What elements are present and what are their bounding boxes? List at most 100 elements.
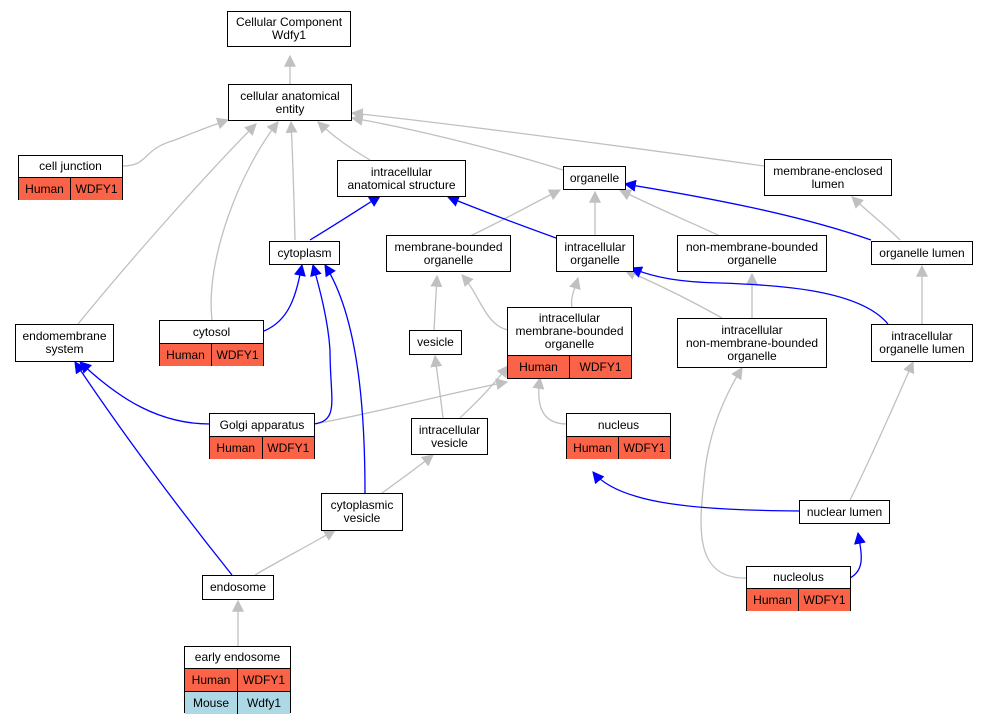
species-cell: Human <box>753 592 792 607</box>
edge-ol-organelle <box>623 179 872 241</box>
species-cell: Human <box>166 347 205 362</box>
node-intracellular-vesicle[interactable]: intracellular vesicle <box>411 418 488 455</box>
node-label: endosome <box>209 580 267 594</box>
edge-cytosol-cytoplasm <box>263 263 306 332</box>
gene-cell: WDFY1 <box>798 589 850 611</box>
edge-imbo-io <box>569 276 581 308</box>
node-label: Cellular Component Wdfy1 <box>235 15 343 42</box>
node-cytoplasm[interactable]: cytoplasm <box>269 241 340 265</box>
edge-nl-nucleus <box>592 471 801 512</box>
node-label: membrane-enclosed lumen <box>773 163 883 191</box>
edge-ias-cae <box>317 121 371 161</box>
node-golgi-apparatus[interactable]: Golgi apparatus Human WDFY1 <box>209 413 315 459</box>
node-label: cytoplasm <box>277 245 332 260</box>
node-early-endosome[interactable]: early endosome Human WDFY1 Mouse Wdfy1 <box>184 646 291 714</box>
node-label: intracellular non-membrane-bounded organ… <box>685 322 819 363</box>
node-label: cell junction <box>39 159 102 173</box>
edge-cv-cytoplasm <box>324 263 366 494</box>
node-label: endomembrane system <box>22 329 107 356</box>
edge-organelle-cae <box>350 113 564 171</box>
annotation-row-human: Human WDFY1 <box>160 343 263 366</box>
edge-ems-cae <box>77 123 257 325</box>
gene-cell: WDFY1 <box>261 437 315 459</box>
node-intracellular-membrane-bounded-organelle[interactable]: intracellular membrane-bounded organelle… <box>507 307 632 379</box>
node-nucleolus[interactable]: nucleolus Human WDFY1 <box>746 566 851 611</box>
node-intracellular-organelle-lumen[interactable]: intracellular organelle lumen <box>871 324 973 362</box>
annotation-row-human: Human WDFY1 <box>508 355 631 378</box>
node-cell-junction[interactable]: cell junction Human WDFY1 <box>18 155 123 200</box>
node-label: vesicle <box>417 335 454 349</box>
node-endomembrane-system[interactable]: endomembrane system <box>15 324 114 362</box>
edge-cv-iv <box>381 454 434 494</box>
node-vesicle[interactable]: vesicle <box>409 330 462 355</box>
edge-iol-io <box>629 266 889 325</box>
edge-golgi-ems <box>79 361 211 425</box>
node-nuclear-lumen[interactable]: nuclear lumen <box>799 500 890 524</box>
node-label: intracellular membrane-bounded organelle <box>515 311 624 351</box>
edge-inmbo-io <box>623 268 723 319</box>
annotation-row-human: Human WDFY1 <box>185 668 290 691</box>
annotation-row-human: Human WDFY1 <box>210 436 314 459</box>
node-intracellular-non-membrane-bounded-organelle[interactable]: intracellular non-membrane-bounded organ… <box>677 318 827 368</box>
node-nucleus[interactable]: nucleus Human WDFY1 <box>566 413 671 459</box>
species-cell: Human <box>573 440 612 455</box>
edge-nucleus-imbo <box>532 376 568 425</box>
edge-golgi-imbo <box>313 378 509 425</box>
edge-nucleolus-inmbo <box>700 366 749 579</box>
species-cell: Mouse <box>192 695 230 710</box>
node-organelle[interactable]: organelle <box>563 166 626 190</box>
edge-iv-vesicle <box>430 354 444 419</box>
node-label: nucleus <box>597 417 640 432</box>
species-cell: Human <box>519 359 558 374</box>
species-cell: Human <box>191 672 231 687</box>
node-cytoplasmic-vesicle[interactable]: cytoplasmic vesicle <box>321 493 403 531</box>
edge-mel-cae <box>350 108 765 167</box>
node-label: intracellular anatomical structure <box>347 164 456 192</box>
edge-io-ias <box>446 195 557 239</box>
gene-cell: WDFY1 <box>237 669 290 691</box>
edge-cytoplasm-ias <box>309 195 382 241</box>
node-organelle-lumen[interactable]: organelle lumen <box>871 241 973 265</box>
edge-endosome-cv <box>254 529 337 576</box>
edge-nl-iol <box>849 360 915 501</box>
species-cell: Human <box>216 440 256 455</box>
edge-golgi-cytoplasm <box>310 263 333 425</box>
gene-cell: Wdfy1 <box>237 692 290 714</box>
node-membrane-bounded-organelle[interactable]: membrane-bounded organelle <box>386 235 511 272</box>
node-endosome[interactable]: endosome <box>202 575 274 600</box>
gene-cell: WDFY1 <box>618 437 670 459</box>
gene-cell: WDFY1 <box>569 356 631 378</box>
edge-celljunction-cae <box>121 117 230 167</box>
node-label: nucleolus <box>773 570 824 584</box>
node-label: Golgi apparatus <box>219 417 305 432</box>
annotation-row-human: Human WDFY1 <box>567 436 670 459</box>
edge-endosome-ems <box>74 360 233 576</box>
edge-nucleolus-nl <box>849 531 866 579</box>
node-intracellular-organelle[interactable]: intracellular organelle <box>556 235 634 272</box>
node-label: intracellular organelle lumen <box>879 329 965 356</box>
node-cellular-component-root[interactable]: Cellular Component Wdfy1 <box>227 11 351 47</box>
node-label: nuclear lumen <box>806 504 883 519</box>
edge-imbo-mbo <box>461 274 509 331</box>
node-label: membrane-bounded organelle <box>394 239 503 267</box>
edge-mbo-organelle <box>469 189 562 237</box>
gene-cell: WDFY1 <box>70 178 122 200</box>
node-label: cytoplasmic vesicle <box>330 498 394 525</box>
node-intracellular-anatomical-structure[interactable]: intracellular anatomical structure <box>337 160 466 197</box>
node-label: early endosome <box>194 650 281 664</box>
edge-cytosol-cae <box>210 121 279 321</box>
node-non-membrane-bounded-organelle[interactable]: non-membrane-bounded organelle <box>677 235 827 272</box>
species-cell: Human <box>25 181 64 196</box>
node-label: cellular anatomical entity <box>240 88 340 116</box>
node-label: non-membrane-bounded organelle <box>685 239 819 267</box>
node-cytosol[interactable]: cytosol Human WDFY1 <box>159 320 264 366</box>
edge-nmbo-organelle <box>618 189 721 237</box>
node-membrane-enclosed-lumen[interactable]: membrane-enclosed lumen <box>764 159 892 196</box>
edge-iv-imbo <box>459 365 509 419</box>
edge-cytoplasm-cae <box>285 120 298 241</box>
edge-vesicle-mbo <box>430 274 443 331</box>
annotation-row-human: Human WDFY1 <box>747 588 850 611</box>
node-cellular-anatomical-entity[interactable]: cellular anatomical entity <box>228 84 352 121</box>
